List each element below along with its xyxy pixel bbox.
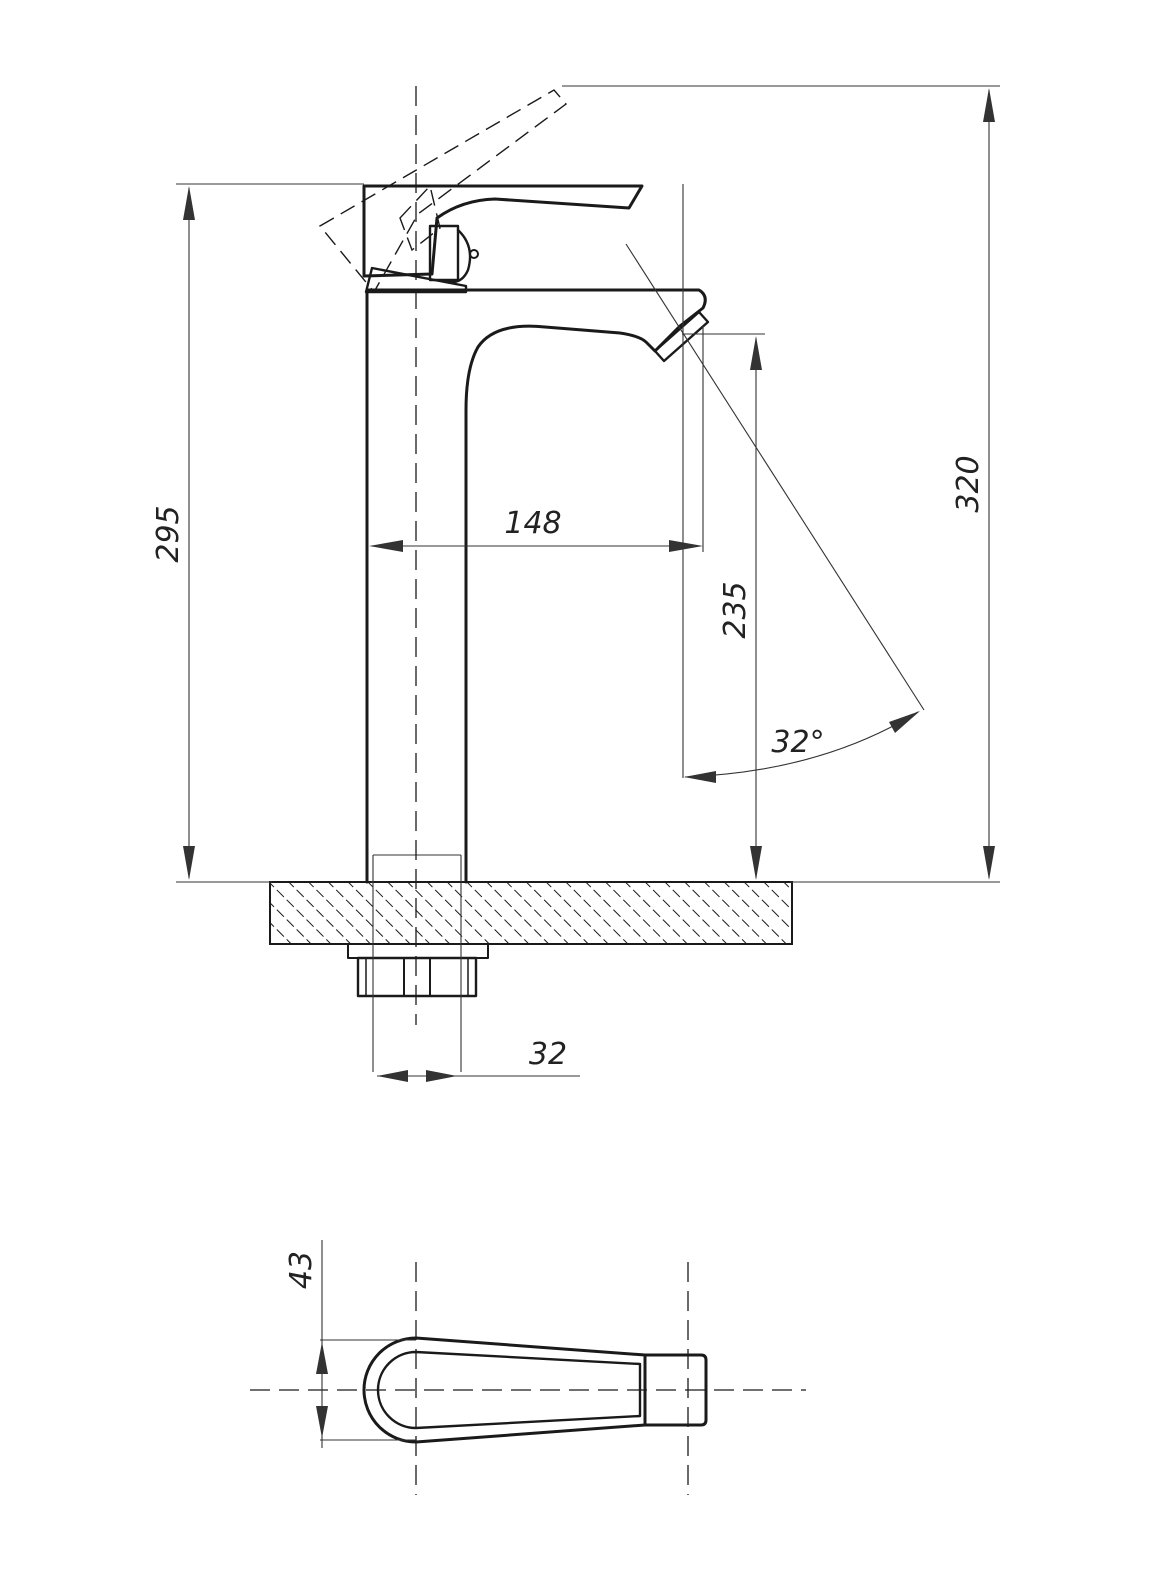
dim-shank-diameter-label: 32 (529, 1037, 567, 1072)
dim-lever-angle: 32° (625, 184, 925, 783)
hidden-shank (372, 854, 462, 1072)
countertop-section (269, 881, 793, 945)
handle-open-ghost (318, 89, 568, 294)
aerator (653, 310, 710, 363)
dim-lever-height-label: 295 (151, 505, 186, 562)
dim-overall-height: 320 (562, 85, 1000, 883)
side-view: 295 320 148 235 (151, 85, 1000, 1082)
dim-spout-reach-label: 148 (504, 506, 561, 541)
dim-handle-width: 43 (284, 1240, 416, 1448)
handle-top-outline (362, 1336, 647, 1444)
dim-shank-diameter: 32 (377, 1037, 580, 1082)
lever-tip (643, 1353, 708, 1427)
handle-closed (362, 184, 644, 294)
dim-outlet-height-label: 235 (718, 581, 753, 638)
dim-lever-angle-label: 32° (771, 725, 824, 760)
mounting-nut (347, 943, 489, 998)
top-view: 43 (250, 1240, 806, 1495)
dim-lever-height: 295 (151, 183, 364, 883)
dim-outlet-height: 235 (682, 333, 765, 880)
faucet-body (365, 288, 707, 884)
dim-overall-height-label: 320 (951, 455, 986, 512)
dim-spout-reach: 148 (369, 326, 704, 552)
dim-handle-width-label: 43 (284, 1251, 319, 1289)
